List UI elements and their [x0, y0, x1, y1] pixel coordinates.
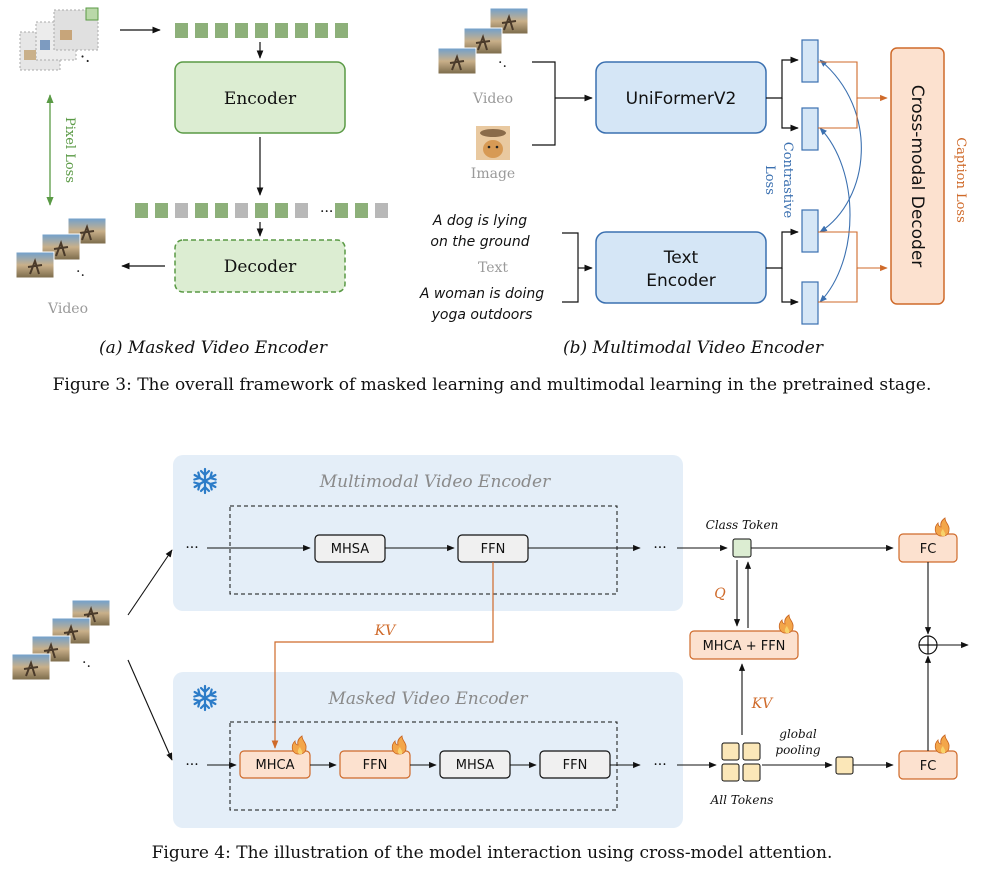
caption-loss-label: Caption Loss [953, 137, 968, 223]
input-video-icon: ·. [437, 7, 529, 75]
top-ellipsis-left: ··· [185, 540, 198, 556]
flame-icon [934, 734, 950, 754]
top-ffn-label: FFN [481, 542, 506, 557]
top-block-dashed [229, 505, 618, 595]
image-feature-bar [801, 107, 819, 151]
flame-icon [778, 614, 794, 634]
encoder-box [174, 61, 346, 134]
multimodal-encoder-title: Multimodal Video Encoder [319, 472, 551, 492]
all-tokens-label: All Tokens [710, 793, 774, 807]
fc-top-label: FC [920, 542, 937, 557]
mhca-ffn-box [689, 630, 799, 660]
text-feature-bar-2 [801, 281, 819, 325]
svg-text:·.: ·. [76, 264, 85, 280]
video-label-b: Video [472, 91, 513, 107]
figure3-caption: Figure 3: The overall framework of maske… [53, 375, 932, 395]
fig3b-multimodal-video-encoder: ·. Video Image UniFormerV2 A dog is lyin… [419, 7, 968, 358]
reconstructed-video-icon: ·. [15, 217, 107, 280]
visible-token-row [175, 23, 348, 38]
contrastive-loss-label-line2: Loss [762, 165, 777, 195]
text-sample-1-line2: on the ground [430, 234, 529, 250]
bottom-ellipsis-left: ··· [185, 757, 198, 773]
fig3b-caption: (b) Multimodal Video Encoder [563, 338, 824, 358]
input-video-frames-icon: ·. [11, 599, 111, 681]
decoder-box [174, 239, 346, 293]
masked-encoder-title: Masked Video Encoder [327, 689, 528, 709]
bottom-ellipsis-right: ··· [653, 757, 666, 773]
bottom-mhsa-label: MHSA [456, 758, 494, 773]
dog-image-icon [476, 126, 510, 160]
pooled-token-square [835, 756, 854, 775]
text-sample-2-line2: yoga outdoors [431, 307, 533, 323]
video-label: Video [47, 301, 88, 317]
bottom-ffn1-label: FFN [363, 758, 388, 773]
contrastive-loss-label-line1: Contrastive [780, 142, 795, 219]
cross-modal-decoder-box [890, 47, 945, 305]
fig3a-masked-video-encoder: ·. Encoder ··· [15, 7, 388, 358]
svg-text:·.: ·. [80, 47, 90, 66]
bottom-mhca-label: MHCA [256, 758, 295, 773]
video-feature-bar [801, 39, 819, 83]
svg-text:···: ··· [320, 204, 333, 220]
text-feature-bar-1 [801, 209, 819, 253]
mhca-ffn-label: MHCA + FFN [703, 639, 786, 654]
all-tokens-grid [721, 742, 761, 782]
pixel-loss-label: Pixel Loss [62, 117, 77, 183]
figure4-caption: Figure 4: The illustration of the model … [152, 843, 833, 863]
class-token-square [732, 538, 752, 558]
pooling-label: pooling [775, 743, 821, 757]
image-label: Image [471, 166, 515, 182]
bottom-ffn2-label: FFN [563, 758, 588, 773]
cross-modal-decoder-label: Cross-modal Decoder [907, 85, 927, 268]
fc-bottom-label: FC [920, 759, 937, 774]
q-label: Q [714, 586, 726, 602]
kv-label-bottom: KV [751, 696, 774, 712]
masked-video-frames-icon: ·. [19, 7, 99, 71]
kv-label-top: KV [374, 623, 397, 639]
multimodal-encoder-panel [173, 455, 683, 611]
masked-encoder-panel [173, 672, 683, 828]
svg-text:·.: ·. [82, 655, 91, 671]
plus-circle-icon [918, 635, 938, 655]
text-encoder-label-line2: Encoder [646, 271, 716, 291]
full-token-row: ··· [135, 203, 388, 220]
fig3a-caption: (a) Masked Video Encoder [99, 338, 328, 358]
top-mhsa-label: MHSA [331, 542, 369, 557]
text-sample-2-line1: A woman is doing [419, 286, 544, 302]
uniformerv2-label: UniFormerV2 [626, 89, 737, 109]
text-encoder-label-line1: Text [663, 248, 699, 268]
global-label: global [779, 727, 817, 741]
text-label: Text [478, 260, 508, 276]
class-token-label: Class Token [706, 518, 779, 532]
svg-text:·.: ·. [498, 55, 507, 71]
top-ellipsis-right: ··· [653, 540, 666, 556]
flame-icon [934, 517, 950, 537]
decoder-label: Decoder [224, 257, 297, 277]
encoder-label: Encoder [224, 89, 297, 109]
text-sample-1-line1: A dog is lying [432, 213, 527, 229]
fig4-model-interaction: Multimodal Video Encoder Masked Video En… [11, 455, 969, 828]
